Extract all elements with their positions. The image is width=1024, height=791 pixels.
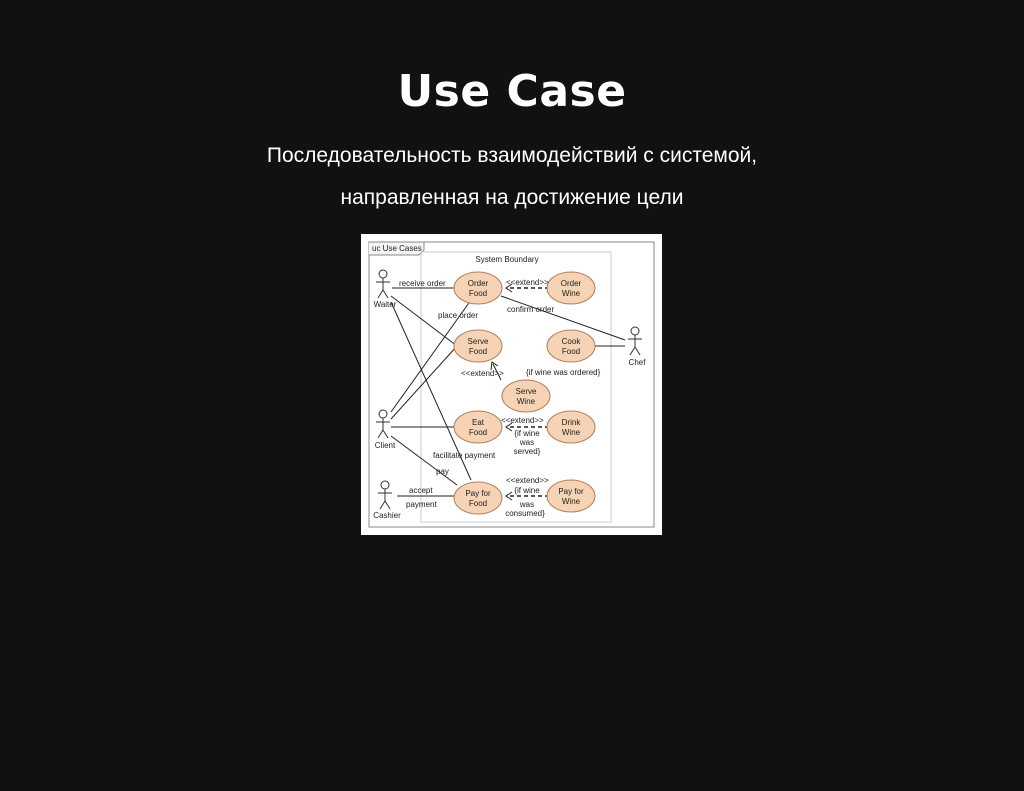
use-case-order-food: Order Food [453,271,503,305]
svg-text:Wine: Wine [562,497,581,506]
actor-client: Client [375,409,396,450]
svg-text:Food: Food [469,289,487,298]
use-case-serve-wine: Serve Wine [501,379,551,413]
actor-cashier-label: Cashier [373,511,401,520]
svg-text:Eat: Eat [472,418,485,427]
svg-text:Food: Food [469,428,487,437]
frame-tab [369,241,425,256]
use-case-serve-food: Serve Food [453,329,503,363]
use-case-drink-wine: Drink Wine [546,410,596,444]
label-extend-2: <<extend>> [461,369,504,378]
svg-text:Wine: Wine [517,397,536,406]
boundary-label: System Boundary [475,255,538,264]
label-receive-order: receive order [399,279,446,288]
label-wine-served-2: was [519,438,534,447]
actor-waiter: Waiter [374,269,397,309]
use-case-diagram: uc Use Cases System Boundary [361,234,662,535]
svg-text:Food: Food [469,499,487,508]
slide-title: Use Case [397,66,627,117]
label-accept: accept [409,486,433,495]
use-case-order-wine: Order Wine [546,271,596,305]
relation-labels: receive order place order <<extend>> con… [399,278,601,518]
use-case-pay-food: Pay for Food [453,481,503,515]
actor-chef-label: Chef [629,358,647,367]
svg-text:Cook: Cook [562,337,582,346]
svg-text:Pay for: Pay for [558,487,584,496]
label-extend-4: <<extend>> [506,476,549,485]
actor-waiter-label: Waiter [374,300,397,309]
label-confirm-order: confirm order [507,305,554,314]
svg-text:Order: Order [561,279,582,288]
label-extend-3: <<extend>> [501,416,544,425]
use-case-cook-food: Cook Food [546,329,596,363]
label-place-order: place order [438,311,478,320]
label-payment: payment [406,500,437,509]
svg-text:Food: Food [469,347,487,356]
svg-text:Wine: Wine [562,428,581,437]
svg-text:Drink: Drink [562,418,582,427]
actor-client-label: Client [375,441,396,450]
label-wine-served-3: served} [514,447,541,456]
actor-chef: Chef [628,326,647,367]
label-wine-consumed-2: was [519,500,534,509]
svg-text:Wine: Wine [562,289,581,298]
svg-text:Serve: Serve [468,337,489,346]
extend-dependencies [490,283,549,501]
label-extend-1: <<extend>> [506,278,549,287]
svg-text:Serve: Serve [516,387,537,396]
label-wine-consumed-1: {if wine [514,486,540,495]
label-wine-consumed-3: consumed} [505,509,545,518]
use-case-pay-wine: Pay for Wine [546,479,596,513]
slide-subtitle-line2: направленная на достижение цели [340,186,684,209]
svg-text:Order: Order [468,279,489,288]
label-wine-ordered: {if wine was ordered} [526,368,601,377]
slide-subtitle-line1: Последовательность взаимодействий с сист… [266,144,758,167]
label-pay: pay [436,467,449,476]
associations [390,287,626,497]
actor-cashier: Cashier [373,480,401,520]
svg-text:Pay for: Pay for [465,489,491,498]
frame-label: uc Use Cases [372,244,422,253]
use-case-eat-food: Eat Food [453,410,503,444]
system-boundary [420,251,612,523]
svg-text:Food: Food [562,347,580,356]
label-wine-served-1: {if wine [514,429,540,438]
label-facilitate-payment: facilitate payment [433,451,496,460]
